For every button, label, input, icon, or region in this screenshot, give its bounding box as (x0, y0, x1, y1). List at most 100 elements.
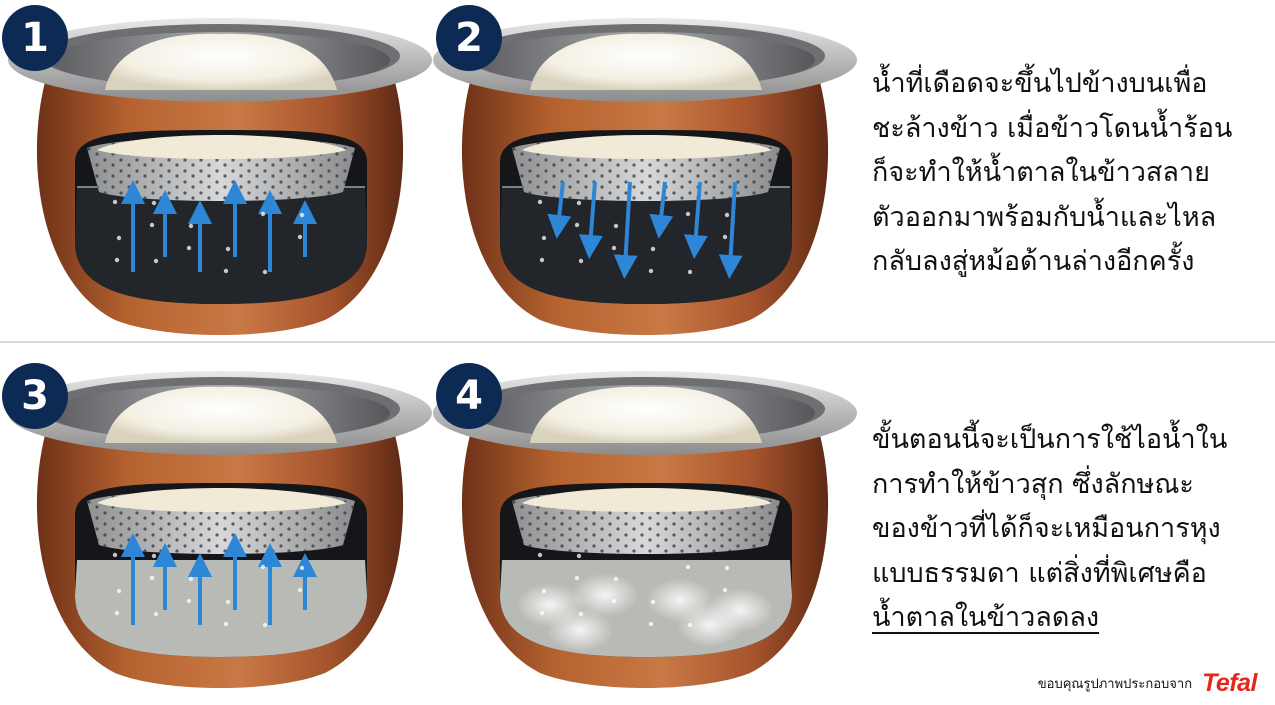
desc-line: การทำให้ข้าวสุก ซึ่งลักษณะ (872, 468, 1194, 500)
water (75, 560, 367, 657)
bubble (650, 246, 656, 252)
pot-step-2 (430, 2, 860, 342)
bubble (186, 598, 192, 604)
bubble (611, 245, 617, 251)
bubble (650, 599, 656, 605)
credit-text: ขอบคุณรูปภาพประกอบจาก (1037, 676, 1193, 692)
bubble (687, 269, 693, 275)
step-badge-2: 2 (436, 5, 502, 71)
bubble (722, 587, 728, 593)
bubble (537, 552, 543, 558)
bubble (225, 599, 231, 605)
desc-line: ของข้าวที่ได้ก็จะเหมือนการหุง (872, 513, 1221, 544)
bubble (539, 610, 545, 616)
bubble (648, 268, 654, 274)
bubble (112, 552, 118, 558)
bubble (541, 235, 547, 241)
bubble (541, 588, 547, 594)
bubble (188, 576, 194, 582)
bubble (611, 598, 617, 604)
bubble (260, 564, 266, 570)
bubble (724, 212, 730, 218)
bubble (576, 200, 582, 206)
bubble (297, 587, 303, 593)
steam-icon (676, 603, 744, 647)
bubble (574, 575, 580, 581)
bubble (578, 611, 584, 617)
image-credit: ขอบคุณรูปภาพประกอบจาก Tefal (1037, 666, 1258, 700)
desc-line: ตัวออกมาพร้อมกับน้ำและไหล (872, 201, 1217, 233)
arrow-icon (718, 181, 743, 279)
bubble (722, 234, 728, 240)
rice-layer (97, 135, 347, 159)
arrow-icon (613, 181, 638, 279)
bubble (574, 222, 580, 228)
bubble (578, 258, 584, 264)
step-badge-1: 1 (2, 5, 68, 71)
bubble (149, 575, 155, 581)
bubble (116, 235, 122, 241)
bubble (151, 200, 157, 206)
bubble (188, 223, 194, 229)
bubble (223, 268, 229, 274)
arrow-icon (649, 181, 674, 239)
pot-step-1 (5, 2, 435, 342)
rice-layer (522, 135, 772, 159)
bubble (114, 610, 120, 616)
description-top: น้ำที่เดือดจะขึ้นไปข้างบนเพื่อ ชะล้างข้า… (872, 62, 1267, 285)
bubble (297, 234, 303, 240)
brand-logo: Tefal (1202, 668, 1257, 697)
bubble (537, 199, 543, 205)
step-badge-3: 3 (2, 363, 68, 429)
desc-line: ชะล้างข้าว เมื่อข้าวโดนน้ำร้อน (872, 112, 1233, 144)
steam-icon (571, 573, 639, 617)
pot-step-4 (430, 355, 860, 695)
desc-line: แบบธรรมดา แต่สิ่งที่พิเศษคือ (872, 557, 1207, 589)
bubble (223, 621, 229, 627)
bubble (262, 622, 268, 628)
bubble (151, 553, 157, 559)
bubble (112, 199, 118, 205)
bubble (687, 622, 693, 628)
desc-underlined-line: น้ำตาลในข้าวลดลง (872, 602, 1100, 633)
bubble (153, 258, 159, 264)
bubble (225, 246, 231, 252)
bubble (724, 565, 730, 571)
section-divider (0, 341, 1275, 343)
bubble (186, 245, 192, 251)
rice-layer (522, 488, 772, 512)
water (75, 187, 367, 304)
bubble (576, 553, 582, 559)
bubble (149, 222, 155, 228)
desc-line: น้ำที่เดือดจะขึ้นไปข้างบนเพื่อ (872, 68, 1208, 99)
bubble (262, 269, 268, 275)
pot-step-3 (5, 355, 435, 695)
water (500, 187, 792, 304)
steam-icon (546, 608, 614, 652)
bubble (153, 611, 159, 617)
pot-illustration (8, 371, 432, 688)
bubble (260, 211, 266, 217)
bubble (116, 588, 122, 594)
bubble (648, 621, 654, 627)
pot-illustration (8, 18, 432, 335)
bubble (114, 257, 120, 263)
pot-illustration (433, 18, 857, 335)
pot-illustration (433, 371, 857, 688)
bubble (613, 576, 619, 582)
arrow-icon (547, 181, 572, 239)
bubble (299, 212, 305, 218)
desc-line: กลับลงสู่หม้อด้านล่างอีกครั้ง (872, 246, 1195, 277)
bubble (685, 564, 691, 570)
description-bottom: ขั้นตอนนี้จะเป็นการใช้ไอน้ำใน การทำให้ข้… (872, 418, 1267, 641)
rice-layer (97, 488, 347, 512)
bubble (299, 565, 305, 571)
desc-line: ก็จะทำให้น้ำตาลในข้าวสลาย (872, 157, 1210, 188)
step-badge-4: 4 (436, 363, 502, 429)
arrow-icon (683, 181, 708, 259)
bubble (685, 211, 691, 217)
bubble (613, 223, 619, 229)
bubble (539, 257, 545, 263)
desc-line: ขั้นตอนนี้จะเป็นการใช้ไอน้ำใน (872, 424, 1228, 455)
arrow-icon (578, 181, 603, 259)
